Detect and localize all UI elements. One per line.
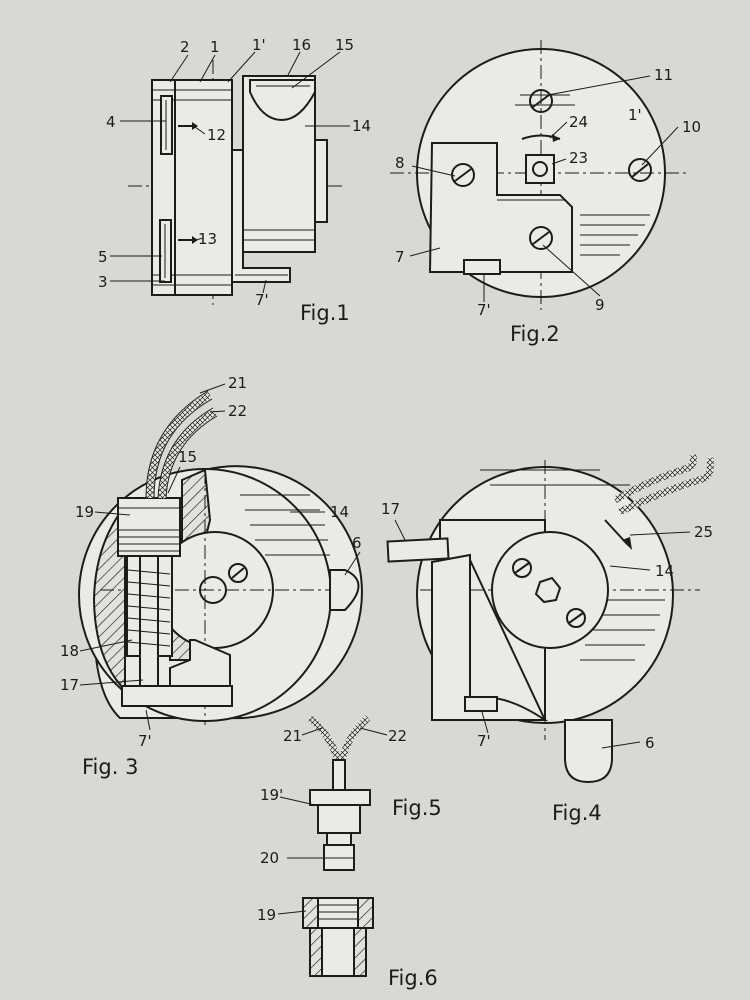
ref-label: 14 bbox=[352, 117, 371, 135]
fig2-labels: 11 1' 10 24 8 23 7 7' 9 Fig.2 bbox=[395, 66, 701, 346]
ref-label: 8 bbox=[395, 154, 405, 172]
figure-5 bbox=[307, 715, 371, 871]
fig1-labels: 2 1 1' 16 15 4 12 14 13 5 3 7' Fig.1 bbox=[98, 36, 371, 325]
figure-1 bbox=[128, 60, 345, 305]
ref-label: 7 bbox=[395, 248, 405, 266]
ref-label: 7' bbox=[477, 301, 491, 319]
ref-label: 23 bbox=[569, 149, 588, 167]
ref-label: 9 bbox=[595, 296, 605, 314]
ref-label: 17 bbox=[60, 676, 79, 694]
figure-title: Fig.6 bbox=[388, 966, 438, 990]
ref-label: 21 bbox=[283, 727, 302, 745]
ref-label: 1' bbox=[252, 36, 266, 54]
leader-lines bbox=[79, 51, 691, 915]
ref-label: 15 bbox=[335, 36, 354, 54]
ref-label: 4 bbox=[106, 113, 116, 131]
ref-label: 20 bbox=[260, 849, 279, 867]
ref-label: 11 bbox=[654, 66, 673, 84]
ref-label: 5 bbox=[98, 248, 108, 266]
ref-label: 6 bbox=[352, 534, 362, 552]
ref-label: 6 bbox=[645, 734, 655, 752]
ref-label: 12 bbox=[207, 126, 226, 144]
ref-label: 1' bbox=[628, 106, 642, 124]
ref-label: 22 bbox=[228, 402, 247, 420]
ref-label: 13 bbox=[198, 230, 217, 248]
ref-label: 3 bbox=[98, 273, 108, 291]
fig6-labels: 19 Fig.6 bbox=[257, 906, 438, 990]
figure-2 bbox=[390, 40, 690, 310]
ref-label: 1 bbox=[210, 38, 220, 56]
ref-label: 19' bbox=[260, 786, 283, 804]
ref-label: 10 bbox=[682, 118, 701, 136]
fig3-labels: 21 22 15 19 14 6 18 17 7' Fig. 3 bbox=[60, 374, 362, 779]
ref-label: 25 bbox=[694, 523, 713, 541]
figure-title: Fig. 3 bbox=[82, 755, 138, 779]
ref-label: 15 bbox=[178, 448, 197, 466]
fig5-labels: 21 22 19' 20 Fig.5 bbox=[260, 727, 442, 867]
figure-title: Fig.4 bbox=[552, 801, 602, 825]
figure-6 bbox=[302, 897, 374, 977]
figure-title: Fig.2 bbox=[510, 322, 560, 346]
figure-title: Fig.1 bbox=[300, 301, 350, 325]
ref-label: 14 bbox=[330, 503, 349, 521]
ref-label: 19 bbox=[257, 906, 276, 924]
figure-4 bbox=[386, 454, 714, 784]
ref-label: 16 bbox=[292, 36, 311, 54]
ref-label: 7' bbox=[255, 291, 269, 309]
ref-label: 7' bbox=[138, 732, 152, 750]
fig4-labels: 17 25 14 7' 6 Fig.4 bbox=[381, 500, 713, 825]
ref-label: 21 bbox=[228, 374, 247, 392]
ref-label: 22 bbox=[388, 727, 407, 745]
figure-title: Fig.5 bbox=[392, 796, 442, 820]
ref-label: 14 bbox=[655, 562, 674, 580]
ref-label: 7' bbox=[477, 732, 491, 750]
ref-label: 17 bbox=[381, 500, 400, 518]
ref-label: 2 bbox=[180, 38, 190, 56]
figure-3 bbox=[78, 390, 363, 725]
ref-label: 19 bbox=[75, 503, 94, 521]
ref-label: 18 bbox=[60, 642, 79, 660]
ref-label: 24 bbox=[569, 113, 588, 131]
